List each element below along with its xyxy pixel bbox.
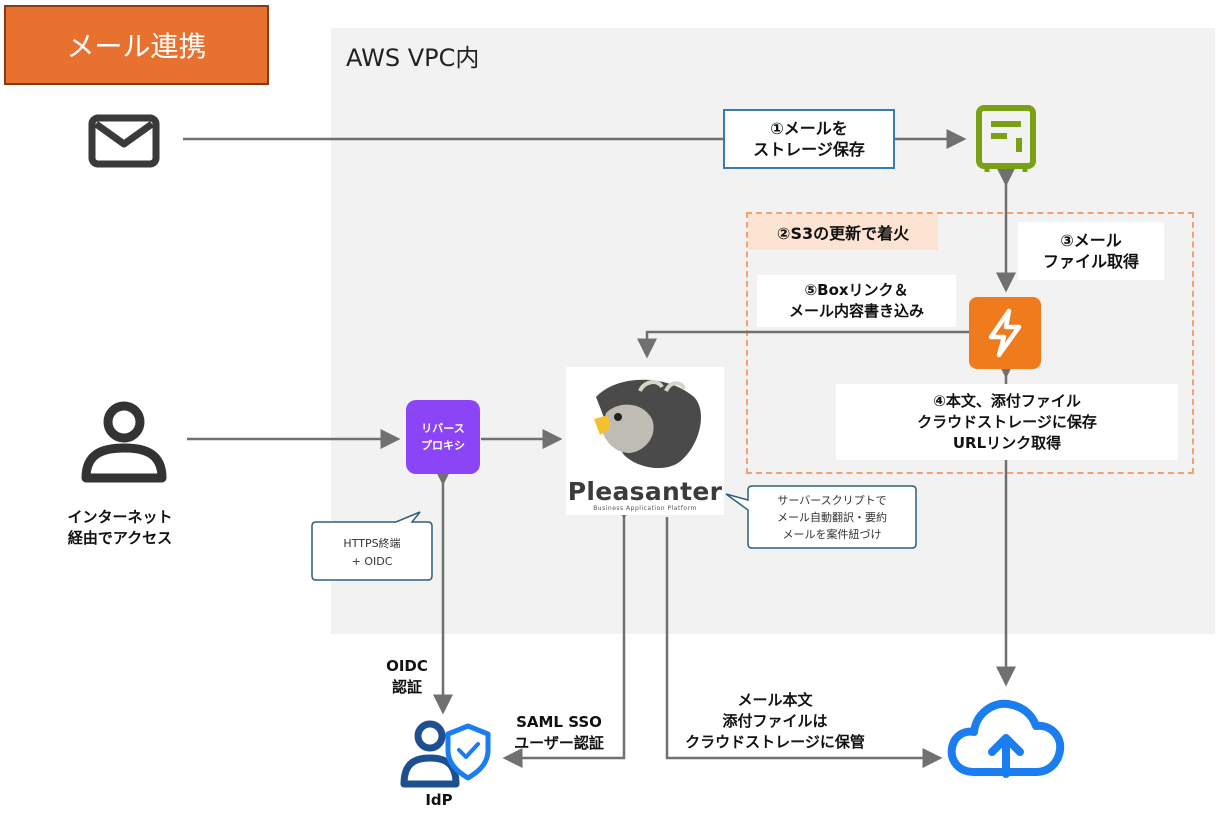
s3-bucket-icon	[976, 105, 1036, 172]
store-line1: メール本文	[737, 691, 813, 709]
step4-line3: URLリンク取得	[952, 433, 1062, 452]
reverse-proxy-node: リバース プロキシ	[406, 400, 480, 474]
idp-label: IdP	[425, 791, 453, 809]
internet-line1: インターネット	[67, 508, 173, 526]
proxy-line2: プロキシ	[421, 439, 465, 452]
step5-line2: メール内容書き込み	[788, 302, 924, 320]
https-line1: HTTPS終端	[343, 536, 400, 550]
cloud-upload-icon	[947, 699, 1065, 778]
internet-line2: 経由でアクセス	[67, 529, 173, 547]
step3-line2: ファイル取得	[1042, 252, 1139, 271]
step2-text: ②S3の更新で着火	[776, 224, 910, 243]
edge-lambda-to-pleasanter	[637, 330, 969, 359]
envelope-icon	[88, 114, 160, 168]
title-text: メール連携	[66, 30, 207, 63]
https-callout: HTTPS終端 + OIDC	[311, 511, 433, 581]
title-box: メール連携	[4, 5, 269, 85]
step1-line2: ストレージ保存	[753, 140, 865, 159]
lambda-node	[969, 297, 1041, 369]
internet-label: インターネット 経由でアクセス	[40, 507, 200, 549]
callout-line2: メール自動翻訳・要約	[777, 510, 887, 524]
saml-line2: ユーザー認証	[514, 734, 604, 752]
falcon-logo-icon	[594, 379, 701, 469]
pleasanter-logo-text: Pleasanter	[567, 477, 723, 506]
user-icon	[81, 401, 167, 483]
step4-line2: クラウドストレージに保存	[917, 412, 1097, 431]
edge-pleasanter-idp	[502, 499, 634, 768]
pleasanter-logo-subtitle: Business Application Platform	[593, 505, 697, 512]
step1-label: ①メールを ストレージ保存	[723, 109, 895, 169]
step4-line1: ④本文、添付ファイル	[933, 391, 1081, 410]
store-line3: クラウドストレージに保管	[685, 733, 865, 751]
step2-label: ②S3の更新で着火	[748, 214, 938, 250]
proxy-line1: リバース	[421, 422, 465, 435]
step1-line1: ①メールを	[770, 119, 848, 138]
store-label: メール本文 添付ファイルは クラウドストレージに保管	[670, 690, 880, 753]
vpc-label: AWS VPC内	[346, 44, 480, 72]
lambda-bolt-icon	[988, 308, 1022, 358]
oidc-line1: OIDC	[386, 657, 428, 675]
saml-line1: SAML SSO	[516, 713, 602, 731]
step5-line1: ⑤Boxリンク＆	[804, 281, 909, 299]
user-shield-icon	[400, 720, 491, 788]
pleasanter-callout: サーバースクリプトで メール自動翻訳・要約 メールを案件紐づけ	[725, 485, 917, 549]
callout-line3: メールを案件紐づけ	[783, 527, 882, 541]
edge-pleasanter-to-cloud	[665, 517, 943, 768]
oidc-label: OIDC 認証	[370, 656, 444, 698]
step3-label: ③メール ファイル取得	[1018, 222, 1164, 280]
callout-line1: サーバースクリプトで	[777, 494, 886, 507]
trigger-region	[746, 212, 1194, 474]
saml-label: SAML SSO ユーザー認証	[496, 712, 622, 754]
step4-label: ④本文、添付ファイル クラウドストレージに保存 URLリンク取得	[836, 384, 1178, 460]
pleasanter-card	[566, 367, 724, 515]
oidc-line2: 認証	[391, 678, 422, 696]
https-line2: + OIDC	[352, 555, 393, 568]
store-line2: 添付ファイルは	[722, 712, 828, 730]
step5-label: ⑤Boxリンク＆ メール内容書き込み	[757, 275, 956, 327]
step3-line1: ③メール	[1060, 231, 1122, 250]
